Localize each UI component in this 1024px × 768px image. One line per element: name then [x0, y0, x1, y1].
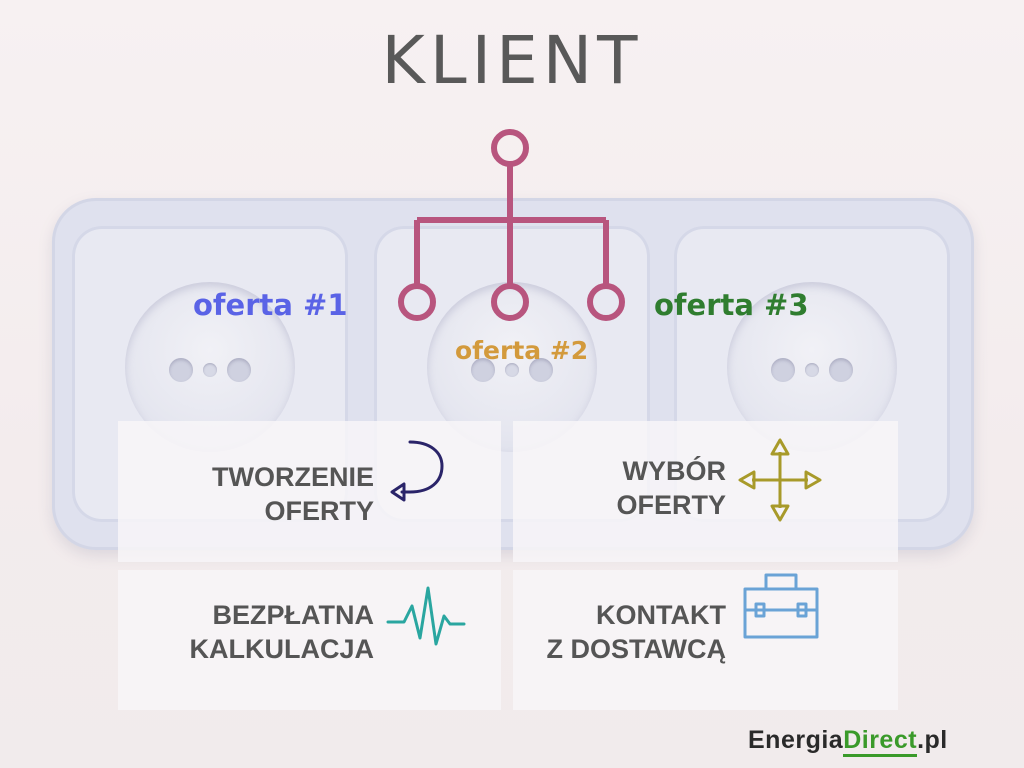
tree-node-3: [587, 283, 625, 321]
brand-part-3: .pl: [917, 726, 948, 754]
brand-logo: EnergiaDirect.pl: [748, 726, 948, 757]
briefcase-icon: [743, 573, 819, 639]
offer-label-2: oferta #2: [455, 336, 589, 365]
socket-hole: [829, 358, 853, 382]
feature-contact-text: KONTAKT Z DOSTAWCĄ: [547, 598, 726, 666]
offer-label-1: oferta #1: [193, 288, 348, 322]
feature-contact-line1: KONTAKT: [596, 600, 726, 630]
feature-choosing-line2: OFERTY: [616, 490, 726, 520]
offer-label-3: oferta #3: [654, 288, 809, 322]
brand-part-1: Energia: [748, 726, 844, 754]
socket-hole: [529, 358, 553, 382]
socket-screw: [505, 363, 519, 377]
feature-calculation-line1: BEZPŁATNA: [212, 600, 375, 630]
feature-creating-line2: OFERTY: [264, 496, 374, 526]
feature-creating-text: TWORZENIE OFERTY: [212, 460, 374, 528]
feature-calculation-line2: KALKULACJA: [189, 634, 375, 664]
feature-calculation-text: BEZPŁATNA KALKULACJA: [190, 598, 375, 666]
feature-panel-creating: [118, 421, 501, 562]
socket-hole: [169, 358, 193, 382]
tree-root-node: [491, 129, 529, 167]
brand-part-2: Direct: [843, 726, 918, 757]
tree-node-1: [398, 283, 436, 321]
pulse-icon: [386, 586, 466, 646]
socket-hole: [771, 358, 795, 382]
page-title: KLIENT: [381, 22, 643, 99]
socket-hole: [471, 358, 495, 382]
four-way-arrows-icon: [738, 438, 822, 522]
socket-screw: [805, 363, 819, 377]
u-turn-arrow-icon: [390, 440, 444, 502]
socket-hole: [227, 358, 251, 382]
feature-panel-contact: [513, 570, 898, 710]
hierarchy-tree-icon: [398, 129, 625, 321]
feature-panel-choosing: [513, 421, 898, 562]
socket-screw: [203, 363, 217, 377]
feature-contact-line2: Z DOSTAWCĄ: [546, 634, 726, 664]
feature-creating-line1: TWORZENIE: [212, 462, 374, 492]
feature-choosing-text: WYBÓR OFERTY: [616, 454, 726, 522]
tree-node-2: [491, 283, 529, 321]
feature-choosing-line1: WYBÓR: [622, 456, 727, 486]
